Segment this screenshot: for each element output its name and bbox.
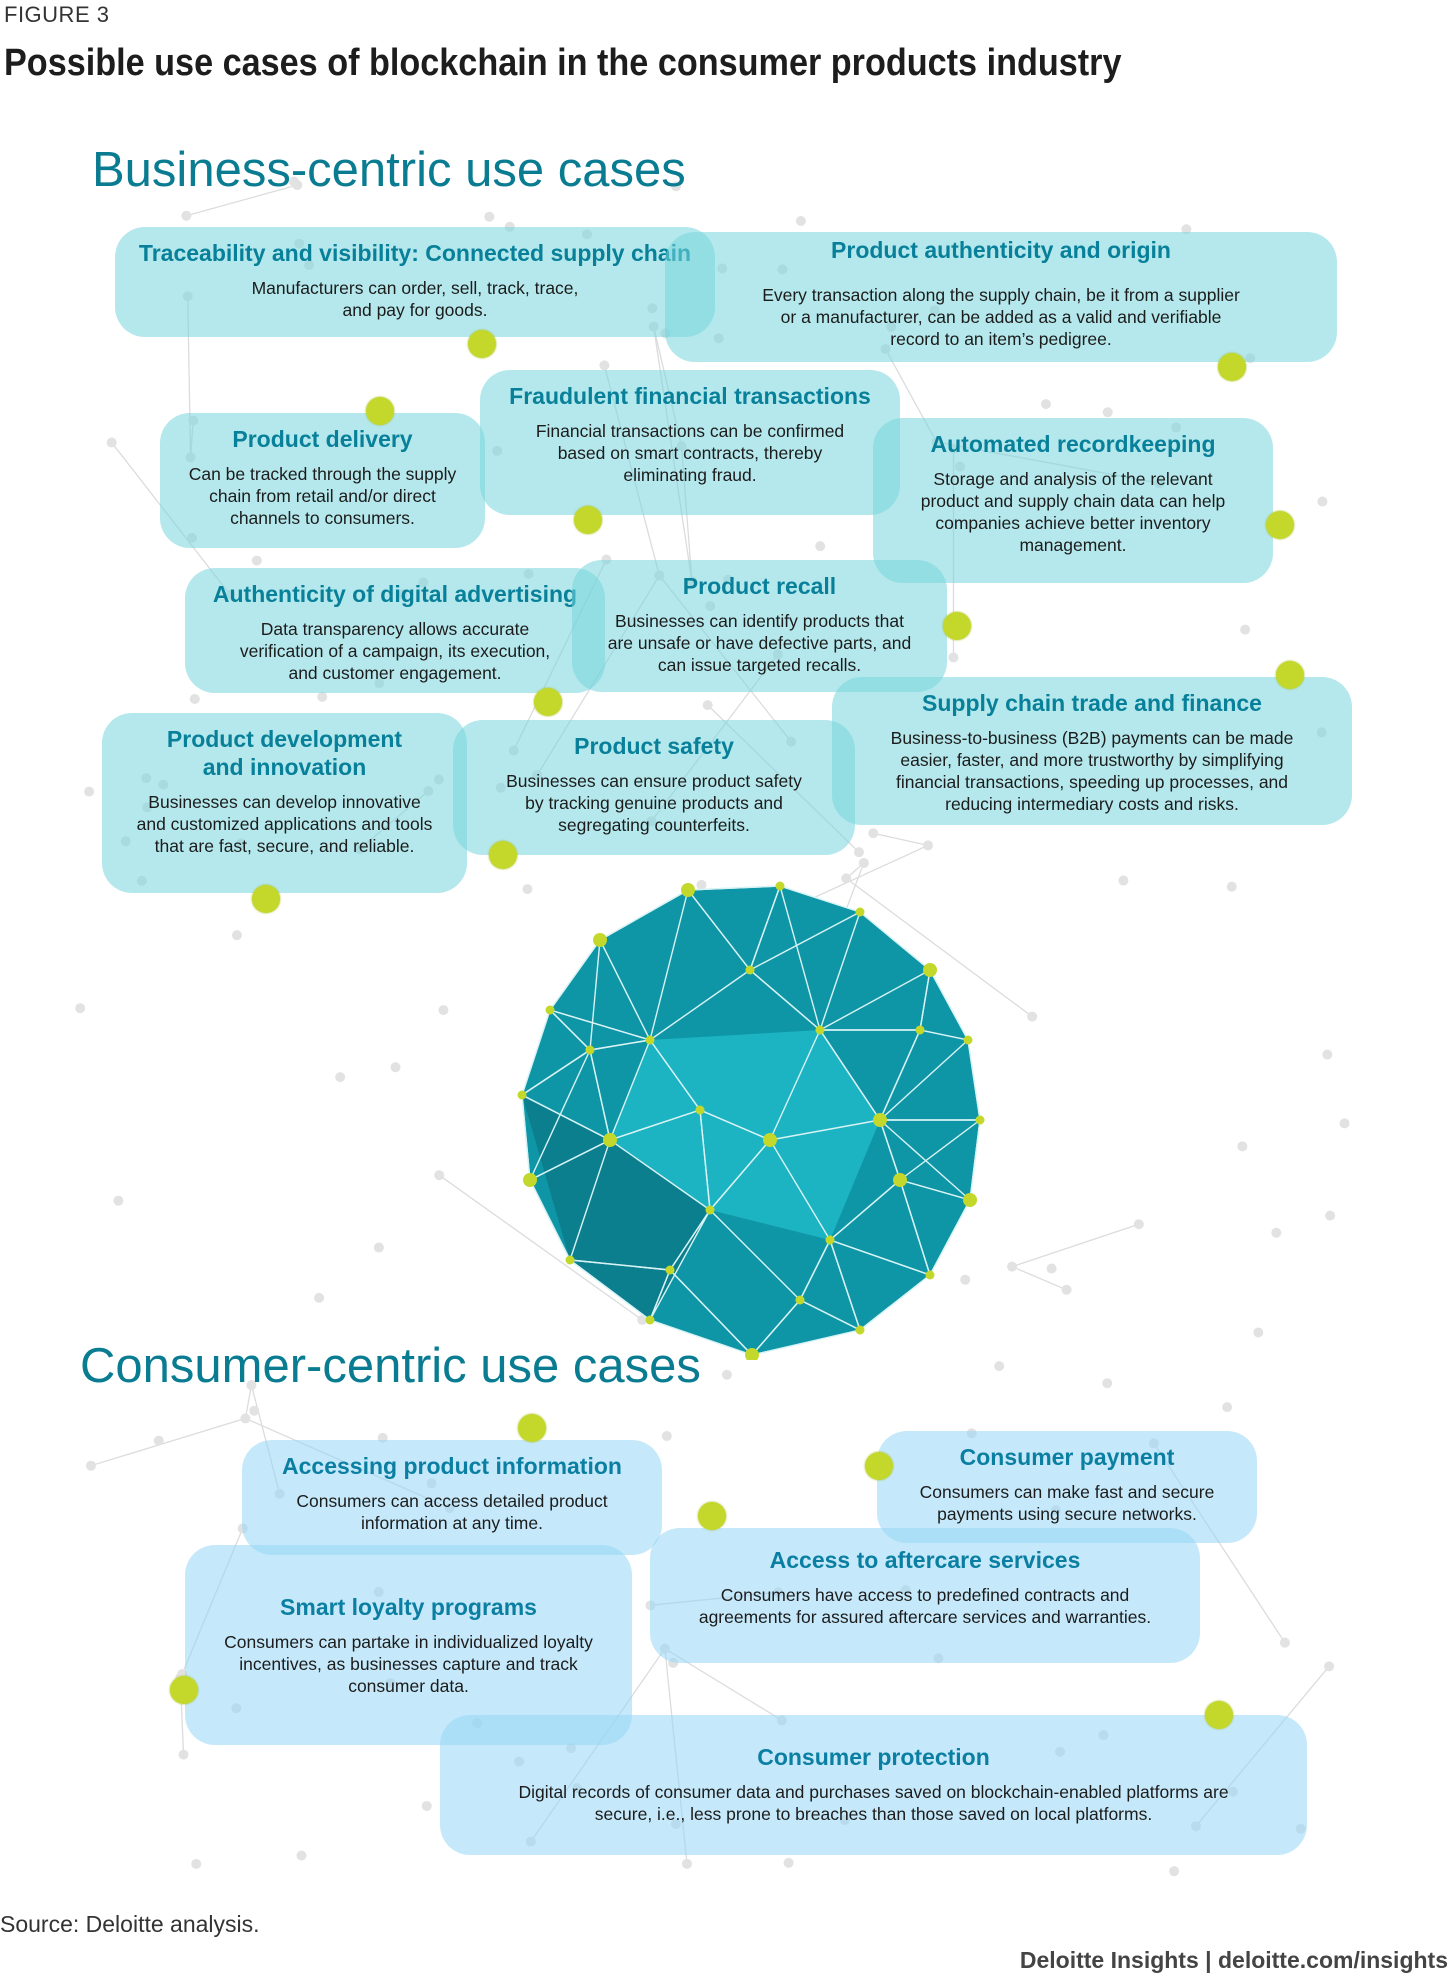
case-title: Access to aftercare services xyxy=(769,1547,1081,1573)
connector-dot xyxy=(1205,1701,1233,1729)
case-title: Product recall xyxy=(682,573,837,599)
case-title: Product authenticity and origin xyxy=(831,237,1171,263)
case-authenticity-origin: Product authenticity and origin Every tr… xyxy=(665,232,1337,362)
case-title: Consumer payment xyxy=(959,1444,1175,1470)
case-title: Authenticity of digital advertising xyxy=(212,581,578,607)
case-title: Supply chain trade and finance xyxy=(922,690,1262,716)
case-aftercare-services: Access to aftercare services Consumers h… xyxy=(650,1528,1200,1663)
case-automated-recordkeeping: Automated recordkeeping Storage and anal… xyxy=(873,418,1273,583)
connector-dot xyxy=(1266,511,1294,539)
case-text: Consumers can make fast and secure payme… xyxy=(919,1482,1215,1524)
case-title: Accessing product information xyxy=(282,1453,622,1479)
case-text: Manufacturers can order, sell, track, tr… xyxy=(251,278,579,320)
case-text: Digital records of consumer data and pur… xyxy=(518,1782,1229,1824)
connector-dot xyxy=(698,1502,726,1530)
case-consumer-payment: Consumer payment Consumers can make fast… xyxy=(877,1431,1257,1543)
case-text: Data transparency allows accurate verifi… xyxy=(239,619,551,683)
case-text: Businesses can ensure product safety by … xyxy=(506,771,802,835)
case-title: Consumer protection xyxy=(757,1744,990,1770)
case-supply-chain-finance: Supply chain trade and finance Business-… xyxy=(832,677,1352,825)
connector-dot xyxy=(170,1676,198,1704)
connector-dot xyxy=(1276,661,1304,689)
case-product-recall: Product recall Businesses can identify p… xyxy=(572,560,947,692)
case-text: Businesses can identify products that ar… xyxy=(607,611,912,675)
case-text: Every transaction along the supply chain… xyxy=(762,285,1240,349)
case-title: Fraudulent financial transactions xyxy=(509,383,871,409)
case-fraudulent-transactions: Fraudulent financial transactions Financ… xyxy=(480,370,900,515)
case-title: Smart loyalty programs xyxy=(280,1594,537,1620)
case-text: Financial transactions can be confirmed … xyxy=(535,421,845,485)
case-text: Business-to-business (B2B) payments can … xyxy=(890,728,1294,814)
source-note: Source: Deloitte analysis. xyxy=(0,1911,260,1937)
case-title: Traceability and visibility: Connected s… xyxy=(138,240,692,266)
case-product-delivery: Product delivery Can be tracked through … xyxy=(160,413,485,548)
case-product-information: Accessing product information Consumers … xyxy=(242,1440,662,1555)
credit-line: Deloitte Insights | deloitte.com/insight… xyxy=(1019,1947,1448,1973)
case-traceability: Traceability and visibility: Connected s… xyxy=(115,227,715,337)
connector-dot xyxy=(518,1414,546,1442)
connector-dot xyxy=(252,885,280,913)
case-text: Consumers can partake in individualized … xyxy=(224,1632,593,1696)
case-text: Can be tracked through the supply chain … xyxy=(188,464,457,528)
case-digital-advertising: Authenticity of digital advertising Data… xyxy=(185,568,605,693)
case-title: Product safety xyxy=(574,733,734,759)
figure-title: Possible use cases of blockchain in the … xyxy=(4,42,1122,84)
connector-dot xyxy=(865,1452,893,1480)
case-smart-loyalty: Smart loyalty programs Consumers can par… xyxy=(185,1545,632,1745)
connector-dot xyxy=(468,330,496,358)
figure-label: FIGURE 3 xyxy=(4,2,110,27)
case-title: Product delivery xyxy=(232,426,413,452)
case-text: Businesses can develop innovative and cu… xyxy=(136,792,433,856)
connector-dot xyxy=(1218,353,1246,381)
case-product-safety: Product safety Businesses can ensure pro… xyxy=(453,720,855,855)
case-title: Product development and innovation xyxy=(166,726,403,780)
case-title: Automated recordkeeping xyxy=(930,431,1216,457)
connector-dot xyxy=(366,397,394,425)
blockchain-sphere-icon xyxy=(517,881,985,1360)
connector-dot xyxy=(574,506,602,534)
business-heading: Business-centric use cases xyxy=(92,143,686,197)
connector-dot xyxy=(534,688,562,716)
case-text: Consumers have access to predefined cont… xyxy=(698,1585,1152,1627)
connector-dot xyxy=(489,841,517,869)
consumer-heading: Consumer-centric use cases xyxy=(80,1339,701,1393)
case-text: Consumers can access detailed product in… xyxy=(296,1491,608,1533)
case-consumer-protection: Consumer protection Digital records of c… xyxy=(440,1715,1307,1855)
case-text: Storage and analysis of the relevant pro… xyxy=(920,469,1226,555)
connector-dot xyxy=(943,612,971,640)
case-product-development: Product development and innovation Busin… xyxy=(102,713,467,893)
